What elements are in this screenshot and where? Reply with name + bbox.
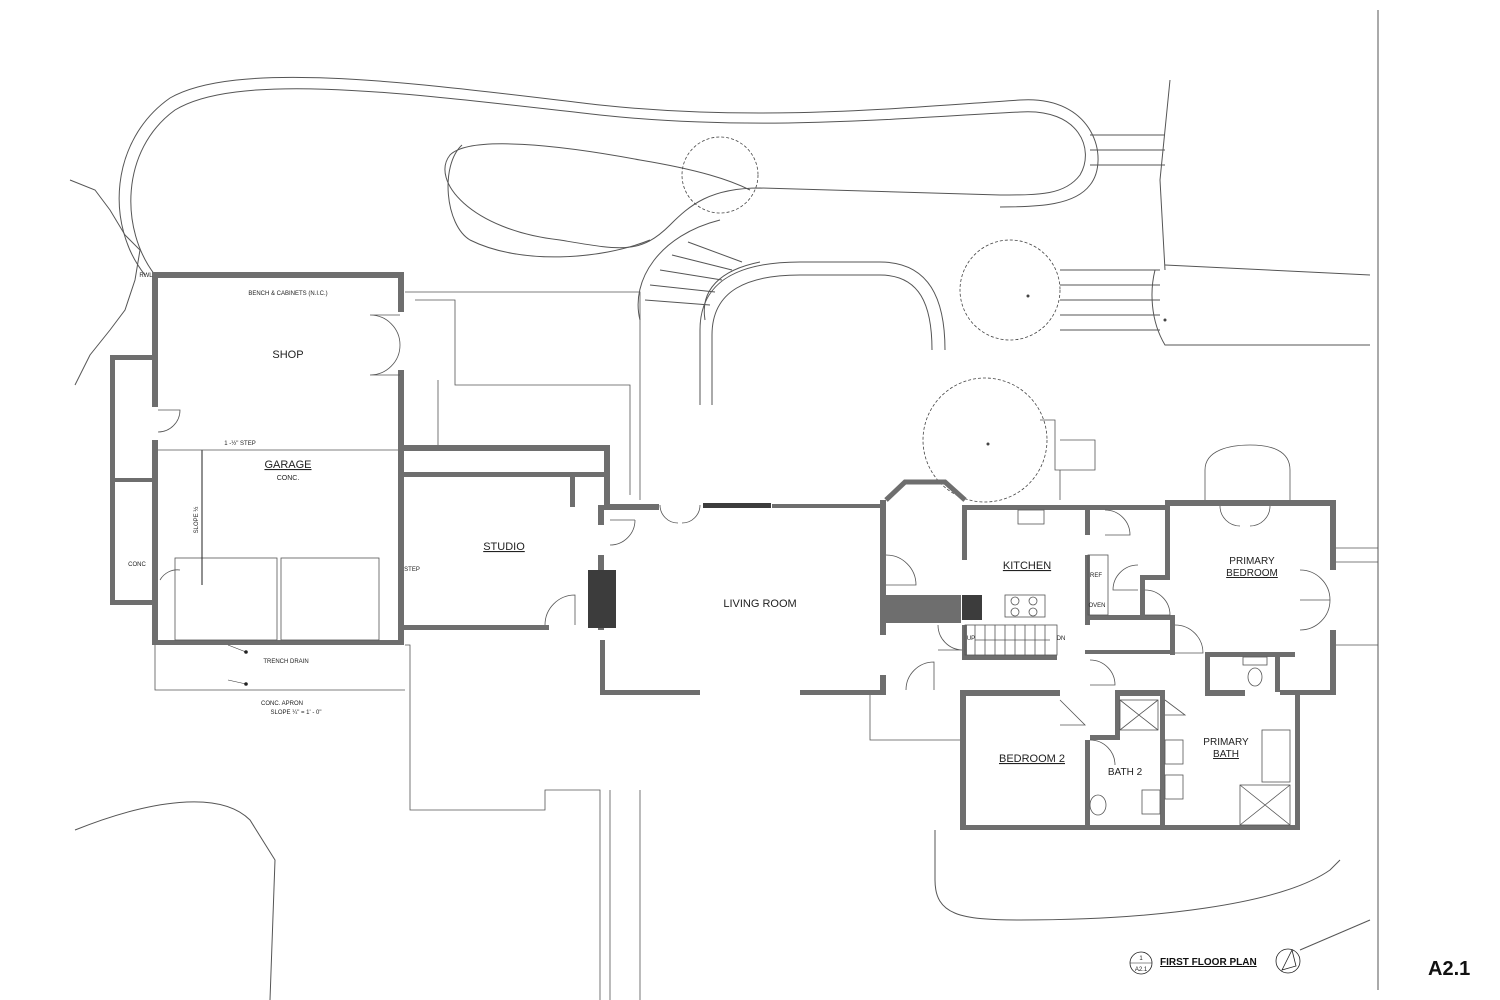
room-label-living-room: LIVING ROOM [723, 598, 796, 610]
note-garage-step: 1 -½" STEP [224, 440, 255, 447]
note-apron-slope: SLOPE ¼" = 1' - 0" [271, 710, 322, 716]
north-arrow-icon [1275, 948, 1301, 974]
note-conc: CONC [128, 562, 146, 568]
room-label-primary-bedroom-line2: BEDROOM [1226, 568, 1278, 579]
room-label-primary-bath-line1: PRIMARY [1203, 737, 1249, 748]
room-label-bath-2: BATH 2 [1108, 767, 1143, 778]
room-label-garage: GARAGE [264, 459, 311, 471]
room-label-primary-bath-line2: BATH [1213, 749, 1239, 760]
garage-floor-note: CONC. [277, 475, 300, 482]
plan-title: FIRST FLOOR PLAN [1160, 957, 1257, 968]
detail-number: 1 [1139, 956, 1143, 962]
sheet-number: A2.1 [1428, 958, 1470, 980]
note-bench-cabinets: BENCH & CABINETS (N.I.C.) [248, 291, 327, 297]
note-trench-drain: TRENCH DRAIN [263, 659, 308, 665]
note-stair-dn: DN [1057, 636, 1066, 642]
detail-sheet-ref: A2.1 [1135, 967, 1148, 973]
room-label-studio: STUDIO [483, 541, 525, 553]
note-oven: OVEN [1088, 603, 1105, 609]
walls [110, 272, 1336, 830]
annotations: RWL BENCH & CABINETS (N.I.C.) 1 -½" STEP… [128, 273, 1105, 716]
room-labels: SHOP GARAGE CONC. STUDIO LIVING ROOM KIT… [264, 349, 1277, 778]
title-block: 1 A2.1 FIRST FLOOR PLAN A2.1 [1129, 948, 1470, 980]
note-stair-up: UP [967, 636, 975, 642]
note-conc-apron: CONC. APRON [261, 701, 303, 707]
site-landscape [69, 10, 1379, 1000]
room-label-shop: SHOP [272, 349, 303, 361]
note-garage-slope: SLOPE ½ [193, 507, 200, 534]
room-label-kitchen: KITCHEN [1003, 560, 1051, 572]
note-studio-step: STEP [404, 567, 420, 573]
room-label-primary-bedroom-line1: PRIMARY [1229, 556, 1275, 567]
note-rwl: RWL [139, 273, 153, 279]
trees [681, 136, 1291, 503]
room-label-bedroom-2: BEDROOM 2 [999, 753, 1065, 765]
note-ref: REF [1090, 573, 1102, 579]
